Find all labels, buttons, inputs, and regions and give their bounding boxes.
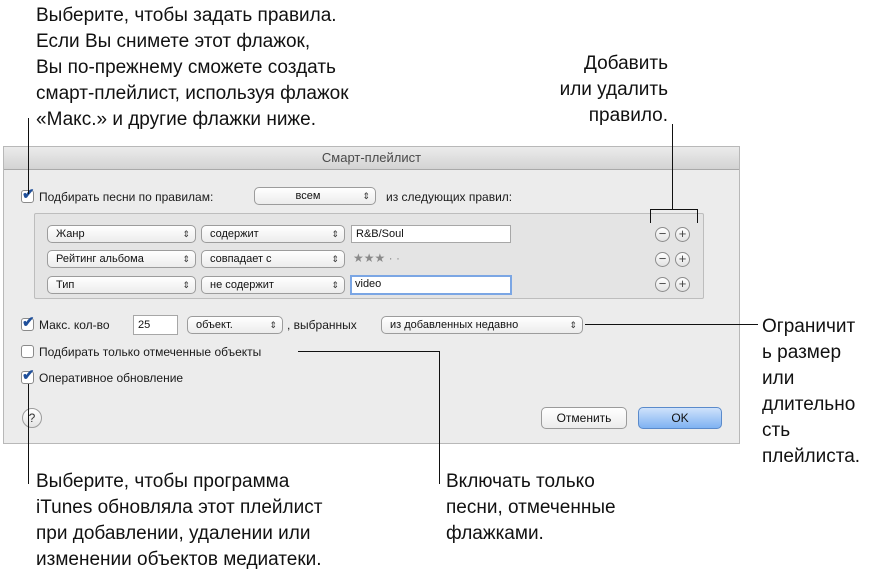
live-update-label: Оперативное обновление <box>39 371 184 385</box>
limit-unit-select[interactable]: объект. ⇕ <box>187 316 283 334</box>
chevron-updown-icon: ⇕ <box>569 320 577 330</box>
limit-selected-by-select[interactable]: из добавленных недавно ⇕ <box>381 316 583 334</box>
limit-checkbox[interactable]: ✔ <box>21 314 35 331</box>
match-rules-checkbox[interactable]: ✔ <box>21 186 35 203</box>
rule-operator-select[interactable]: совпадает с ⇕ <box>201 250 345 268</box>
chevron-updown-icon: ⇕ <box>182 229 190 239</box>
leader-line-rules <box>28 118 29 194</box>
leader-line-limit <box>585 324 758 325</box>
remove-rule-button[interactable]: − <box>655 252 670 267</box>
checked-only-checkbox[interactable] <box>21 345 34 358</box>
add-rule-button[interactable]: + <box>675 227 690 242</box>
limit-label: Макс. кол-во <box>39 318 110 332</box>
checked-only-label: Подбирать только отмеченные объекты <box>39 345 262 359</box>
rule-value-input[interactable]: video <box>350 275 512 295</box>
dialog-title: Смарт-плейлист <box>4 147 739 170</box>
match-mode-select[interactable]: всем ⇕ <box>254 187 376 205</box>
rule-field-value: Жанр <box>56 228 85 240</box>
add-rule-button[interactable]: + <box>675 277 690 292</box>
limit-selected-label: , выбранных <box>287 318 357 332</box>
callout-checked-only: Включать только песни, отмеченные флажка… <box>446 471 616 544</box>
remove-rule-button[interactable]: − <box>655 277 670 292</box>
chevron-updown-icon: ⇕ <box>362 191 370 201</box>
chevron-updown-icon: ⇕ <box>331 229 339 239</box>
rule-operator-select[interactable]: содержит ⇕ <box>201 225 345 243</box>
rule-field-value: Тип <box>56 279 75 291</box>
remove-rule-button[interactable]: − <box>655 227 670 242</box>
limit-unit-value: объект. <box>196 319 233 331</box>
rule-operator-select[interactable]: не содержит ⇕ <box>201 276 345 294</box>
checkmark-icon: ✔ <box>22 314 35 331</box>
add-rule-button[interactable]: + <box>675 252 690 267</box>
chevron-updown-icon: ⇕ <box>331 280 339 290</box>
chevron-updown-icon: ⇕ <box>331 254 339 264</box>
callout-add-remove-rule: Добавить или удалить правило. <box>559 53 668 126</box>
rule-value-input[interactable]: R&B/Soul <box>351 225 511 243</box>
rule-field-select[interactable]: Жанр ⇕ <box>47 225 196 243</box>
bracket-left-tick <box>650 209 651 223</box>
ok-button[interactable]: OK <box>638 407 722 429</box>
rule-operator-value: совпадает с <box>210 253 272 265</box>
match-rules-label: Подбирать песни по правилам: <box>39 190 214 204</box>
leader-line-add-remove <box>672 124 673 209</box>
rule-operator-value: не содержит <box>210 279 274 291</box>
rule-operator-value: содержит <box>210 228 259 240</box>
cancel-button[interactable]: Отменить <box>541 407 627 429</box>
match-suffix-label: из следующих правил: <box>386 190 513 204</box>
callout-live-update: Выберите, чтобы программа iTunes обновля… <box>36 471 323 570</box>
checkmark-icon: ✔ <box>22 367 35 384</box>
leader-line-checked-only-h <box>298 351 439 352</box>
callout-rules-checkbox: Выберите, чтобы задать правила. Если Вы … <box>36 5 349 130</box>
live-update-checkbox[interactable]: ✔ <box>21 367 35 384</box>
rating-stars[interactable]: ★★★ · · <box>353 251 400 265</box>
help-button[interactable]: ? <box>22 408 42 428</box>
chevron-updown-icon: ⇕ <box>182 254 190 264</box>
chevron-updown-icon: ⇕ <box>182 280 190 290</box>
bracket-right-tick <box>697 209 698 223</box>
chevron-updown-icon: ⇕ <box>269 320 277 330</box>
limit-count-input[interactable]: 25 <box>133 315 178 335</box>
match-mode-value: всем <box>295 190 321 202</box>
bracket-add-remove <box>650 209 698 210</box>
leader-line-checked-only-v <box>439 351 440 484</box>
rule-field-select[interactable]: Тип ⇕ <box>47 276 196 294</box>
leader-line-live-update <box>28 384 29 484</box>
rule-field-value: Рейтинг альбома <box>56 253 144 265</box>
callout-limit: Ограничит ь размер или длительно сть пле… <box>762 316 861 467</box>
checkmark-icon: ✔ <box>22 186 35 203</box>
limit-selected-by-value: из добавленных недавно <box>390 319 519 331</box>
rule-field-select[interactable]: Рейтинг альбома ⇕ <box>47 250 196 268</box>
